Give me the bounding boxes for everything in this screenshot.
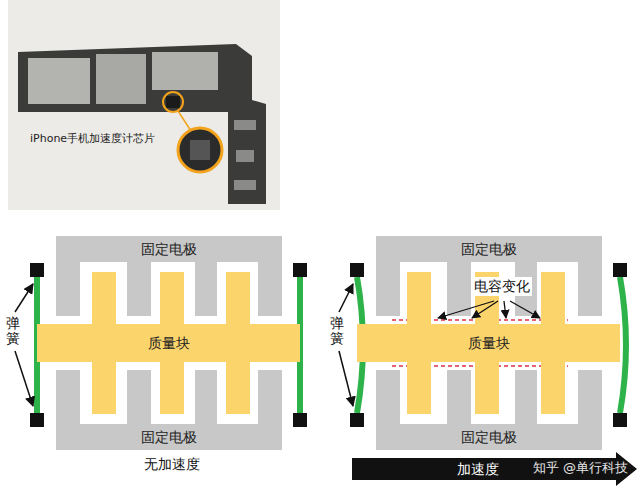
leader-line — [472, 301, 498, 318]
node-outline — [352, 452, 637, 486]
anchor — [293, 413, 307, 427]
part-name: 弹簧 — [6, 316, 20, 347]
node-text: 质量块 — [148, 335, 190, 352]
anchor — [30, 413, 44, 427]
part-name: 电容变化 — [472, 277, 532, 296]
leader-line — [339, 351, 353, 406]
zoom-line — [178, 111, 191, 131]
node-text: 固定电极 — [461, 429, 517, 446]
shield-can — [28, 58, 90, 104]
fixed-electrode: 固定电极 — [376, 370, 602, 450]
node-text: 固定电极 — [141, 241, 197, 258]
leader-line — [339, 284, 353, 312]
anchor — [293, 263, 307, 277]
component — [234, 120, 256, 130]
state-label: 无加速度 — [144, 456, 200, 473]
photo-ground — [8, 0, 280, 210]
node-text: 固定电极 — [461, 241, 517, 258]
component — [234, 180, 256, 190]
shield-can — [152, 52, 218, 90]
anchor — [350, 263, 364, 277]
component — [236, 150, 254, 162]
leader-line — [504, 301, 506, 318]
node-outline — [56, 370, 282, 450]
anchor — [350, 413, 364, 427]
leader-line — [15, 351, 33, 406]
node-text: 固定电极 — [141, 429, 197, 446]
zoom-circle — [178, 128, 222, 172]
leader-line — [510, 301, 540, 318]
node-text: 质量块 — [468, 335, 510, 352]
part-name: 弹簧 — [330, 316, 344, 347]
chip-zoomed — [190, 140, 210, 160]
anchor — [613, 263, 627, 277]
fixed-electrode: 固定电极 — [56, 370, 282, 450]
shield-can — [96, 54, 146, 104]
node-outline — [376, 370, 602, 450]
spring — [620, 277, 626, 413]
chip-highlight — [163, 92, 183, 112]
circuit-board — [18, 44, 266, 204]
anchor — [30, 263, 44, 277]
node-text: 加速度 — [457, 461, 499, 478]
watermark: 知乎 @单行科技 — [533, 460, 628, 476]
anchor — [613, 413, 627, 427]
board-photo — [8, 0, 280, 210]
photo-caption: iPhone手机加速度计芯片 — [30, 132, 155, 145]
accelerometer-chip — [166, 96, 180, 108]
leader-line — [15, 284, 33, 312]
